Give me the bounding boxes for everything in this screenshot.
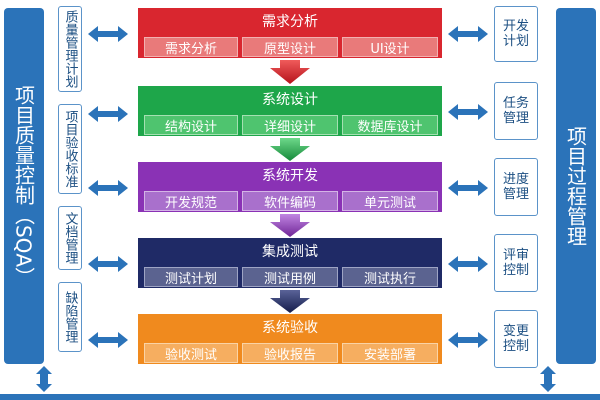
- phase-requirements[interactable]: 需求分析 需求分析 原型设计 UI设计: [138, 8, 442, 58]
- left-double-arrow-icon: [88, 180, 128, 196]
- left-double-arrow-icon: [88, 26, 128, 42]
- right-item-change-control[interactable]: 变更控制: [494, 310, 538, 368]
- phase-sub-item: 软件编码: [242, 191, 338, 211]
- left-item-label: 缺陷管理: [62, 291, 78, 343]
- right-double-arrow-icon: [448, 256, 488, 272]
- flow-arrow-down-icon: [270, 290, 310, 313]
- flow-arrow-down-icon: [270, 60, 310, 84]
- phase-system-dev[interactable]: 系统开发 开发规范 软件编码 单元测试: [138, 162, 442, 212]
- phase-sub-item: 单元测试: [342, 191, 438, 211]
- phase-title: 集成测试: [262, 244, 318, 260]
- left-item-quality-plan[interactable]: 质量管理计划: [58, 6, 82, 92]
- left-item-doc-mgmt[interactable]: 文档管理: [58, 206, 82, 270]
- right-double-arrow-icon: [448, 332, 488, 348]
- left-vertical-double-arrow-icon: [36, 366, 52, 392]
- left-item-defect-mgmt[interactable]: 缺陷管理: [58, 282, 82, 352]
- phase-sub-item: 详细设计: [242, 115, 338, 135]
- right-double-arrow-icon: [448, 26, 488, 42]
- phase-sub-item: 结构设计: [144, 115, 238, 135]
- phase-sub-item: 测试执行: [342, 267, 438, 287]
- right-vertical-double-arrow-icon: [540, 366, 556, 392]
- left-item-acceptance-standard[interactable]: 项目验收标准: [58, 104, 82, 194]
- phase-title: 系统开发: [262, 168, 318, 184]
- right-item-review-control[interactable]: 评审控制: [494, 234, 538, 292]
- sqa-bar: 项目质量控制（SQA）: [4, 8, 44, 364]
- right-item-label: 开发计划: [502, 19, 529, 49]
- phase-sub-item: 需求分析: [144, 37, 238, 57]
- right-item-dev-plan[interactable]: 开发计划: [494, 6, 538, 62]
- flow-arrow-down-icon: [270, 138, 310, 161]
- phase-sub-item: 开发规范: [144, 191, 238, 211]
- phase-sub-item: 测试计划: [144, 267, 238, 287]
- right-item-label: 任务管理: [502, 96, 529, 126]
- phase-title: 系统验收: [262, 320, 318, 336]
- phase-sub-item: 验收测试: [144, 343, 238, 363]
- right-item-label: 评审控制: [502, 248, 529, 278]
- right-item-progress-mgmt[interactable]: 进度管理: [494, 158, 538, 216]
- left-double-arrow-icon: [88, 332, 128, 348]
- phase-system-design[interactable]: 系统设计 结构设计 详细设计 数据库设计: [138, 86, 442, 136]
- right-item-task-mgmt[interactable]: 任务管理: [494, 82, 538, 140]
- phase-title: 系统设计: [262, 92, 318, 108]
- bottom-band: [0, 394, 600, 400]
- phase-sub-item: 验收报告: [242, 343, 338, 363]
- phase-sub-item: 测试用例: [242, 267, 338, 287]
- phase-title: 需求分析: [262, 14, 318, 30]
- phase-acceptance[interactable]: 系统验收 验收测试 验收报告 安装部署: [138, 314, 442, 364]
- phase-sub-item: 数据库设计: [342, 115, 438, 135]
- left-double-arrow-icon: [88, 106, 128, 122]
- left-item-label: 质量管理计划: [62, 10, 78, 88]
- phase-sub-item: 安装部署: [342, 343, 438, 363]
- right-double-arrow-icon: [448, 180, 488, 196]
- left-item-label: 文档管理: [62, 212, 78, 264]
- left-double-arrow-icon: [88, 256, 128, 272]
- phase-sub-item: 原型设计: [242, 37, 338, 57]
- right-double-arrow-icon: [448, 104, 488, 120]
- right-item-label: 进度管理: [502, 172, 529, 202]
- right-item-label: 变更控制: [502, 324, 529, 354]
- left-item-label: 项目验收标准: [62, 110, 78, 188]
- process-mgmt-title: 项目过程管理: [563, 126, 588, 246]
- flow-arrow-down-icon: [270, 214, 310, 237]
- process-mgmt-bar: 项目过程管理: [556, 8, 596, 364]
- phase-sub-item: UI设计: [342, 37, 438, 57]
- sqa-title: 项目质量控制（SQA）: [11, 84, 36, 288]
- phase-integration-test[interactable]: 集成测试 测试计划 测试用例 测试执行: [138, 238, 442, 288]
